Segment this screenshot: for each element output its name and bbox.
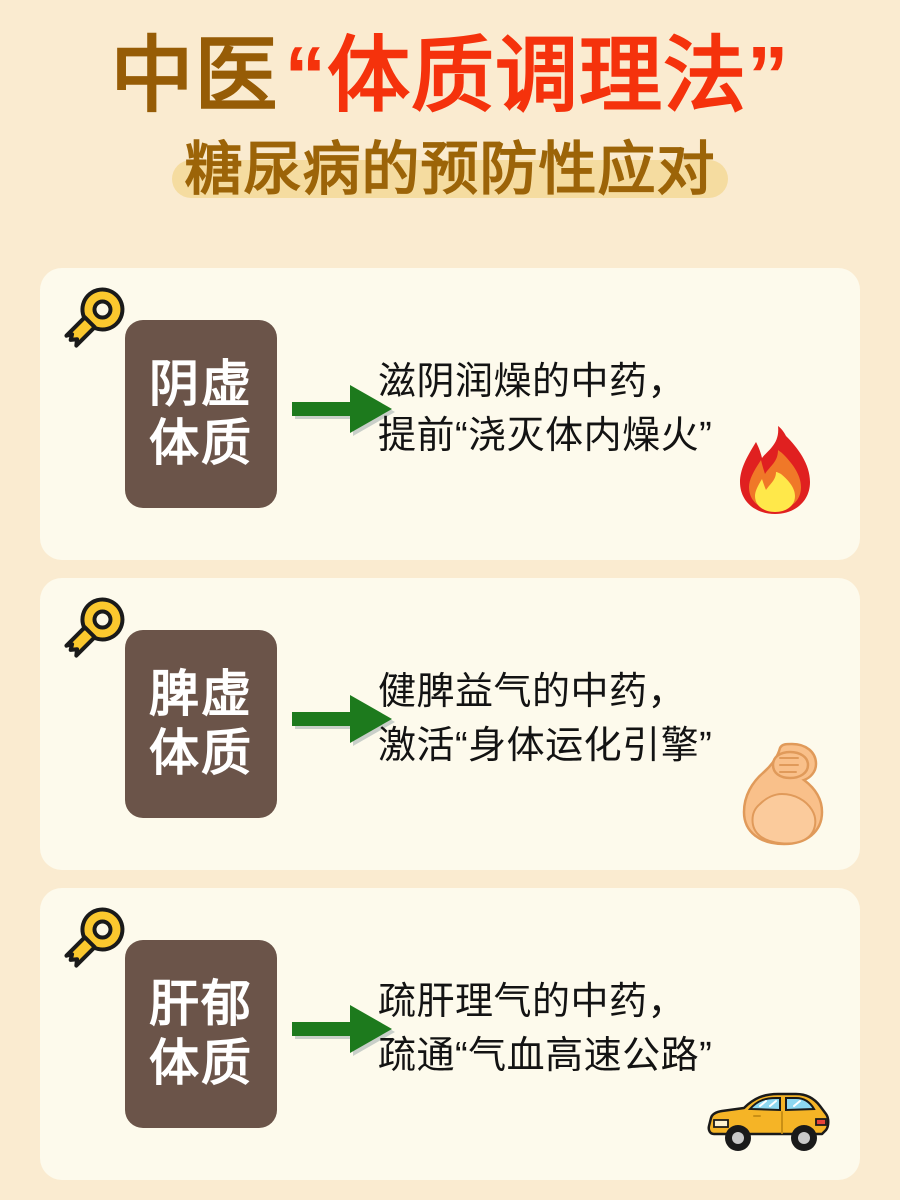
page-title-red-part: “体质调理法” — [284, 29, 790, 122]
subtitle-highlight-bar — [172, 159, 728, 198]
constitution-type-line-1: 脾虚 — [149, 666, 253, 722]
constitution-type-line-2: 体质 — [149, 1035, 253, 1091]
constitution-card-text: 健脾益气的中药， 激活“身体运化引擎” — [378, 666, 848, 774]
key-icon — [56, 900, 132, 976]
green-arrow-icon — [288, 1000, 396, 1058]
constitution-type-line-1: 肝郁 — [149, 976, 253, 1032]
page-title: 中医“体质调理法” — [0, 34, 900, 117]
fire-emoji — [738, 424, 812, 516]
page-subtitle-text: 糖尿病的预防性应对 — [184, 137, 716, 202]
car-emoji — [704, 1086, 832, 1158]
constitution-card-text: 滋阴润燥的中药， 提前“浇灭体内燥火” — [378, 356, 848, 464]
constitution-card[interactable]: 阴虚 体质 滋阴润燥的中药， 提前“浇灭体内燥火” — [40, 268, 860, 560]
green-arrow-icon — [288, 690, 396, 748]
constitution-type-line-2: 体质 — [149, 415, 253, 471]
constitution-card-text: 疏肝理气的中药， 疏通“气血高速公路” — [378, 976, 848, 1084]
page-subtitle: 糖尿病的预防性应对 — [162, 137, 737, 202]
card-text-line-2: 疏通“气血高速公路” — [378, 1034, 713, 1077]
card-text-line-2: 激活“身体运化引擎” — [378, 724, 713, 767]
key-icon — [56, 590, 132, 666]
key-icon — [56, 280, 132, 356]
green-arrow-icon — [288, 380, 396, 438]
constitution-card[interactable]: 脾虚 体质 健脾益气的中药， 激活“身体运化引擎” — [40, 578, 860, 870]
constitution-card[interactable]: 肝郁 体质 疏肝理气的中药， 疏通“气血高速公路” — [40, 888, 860, 1180]
page-title-brown-part: 中医 — [110, 29, 279, 122]
page-header: 中医“体质调理法” 糖尿病的预防性应对 — [0, 0, 900, 202]
constitution-type-line-1: 阴虚 — [149, 356, 253, 412]
constitution-type-box: 脾虚 体质 — [125, 630, 277, 818]
card-text-line-1: 滋阴润燥的中药， — [378, 361, 687, 403]
constitution-type-box: 阴虚 体质 — [125, 320, 277, 508]
flexed-biceps-emoji — [730, 738, 826, 848]
card-text-line-2: 提前“浇灭体内燥火” — [378, 414, 713, 457]
card-text-line-1: 疏肝理气的中药， — [378, 981, 687, 1023]
constitution-card-list: 阴虚 体质 滋阴润燥的中药， 提前“浇灭体内燥火” — [0, 268, 900, 1180]
constitution-type-box: 肝郁 体质 — [125, 940, 277, 1128]
card-text-line-1: 健脾益气的中药， — [378, 671, 687, 713]
constitution-type-line-2: 体质 — [149, 725, 253, 781]
